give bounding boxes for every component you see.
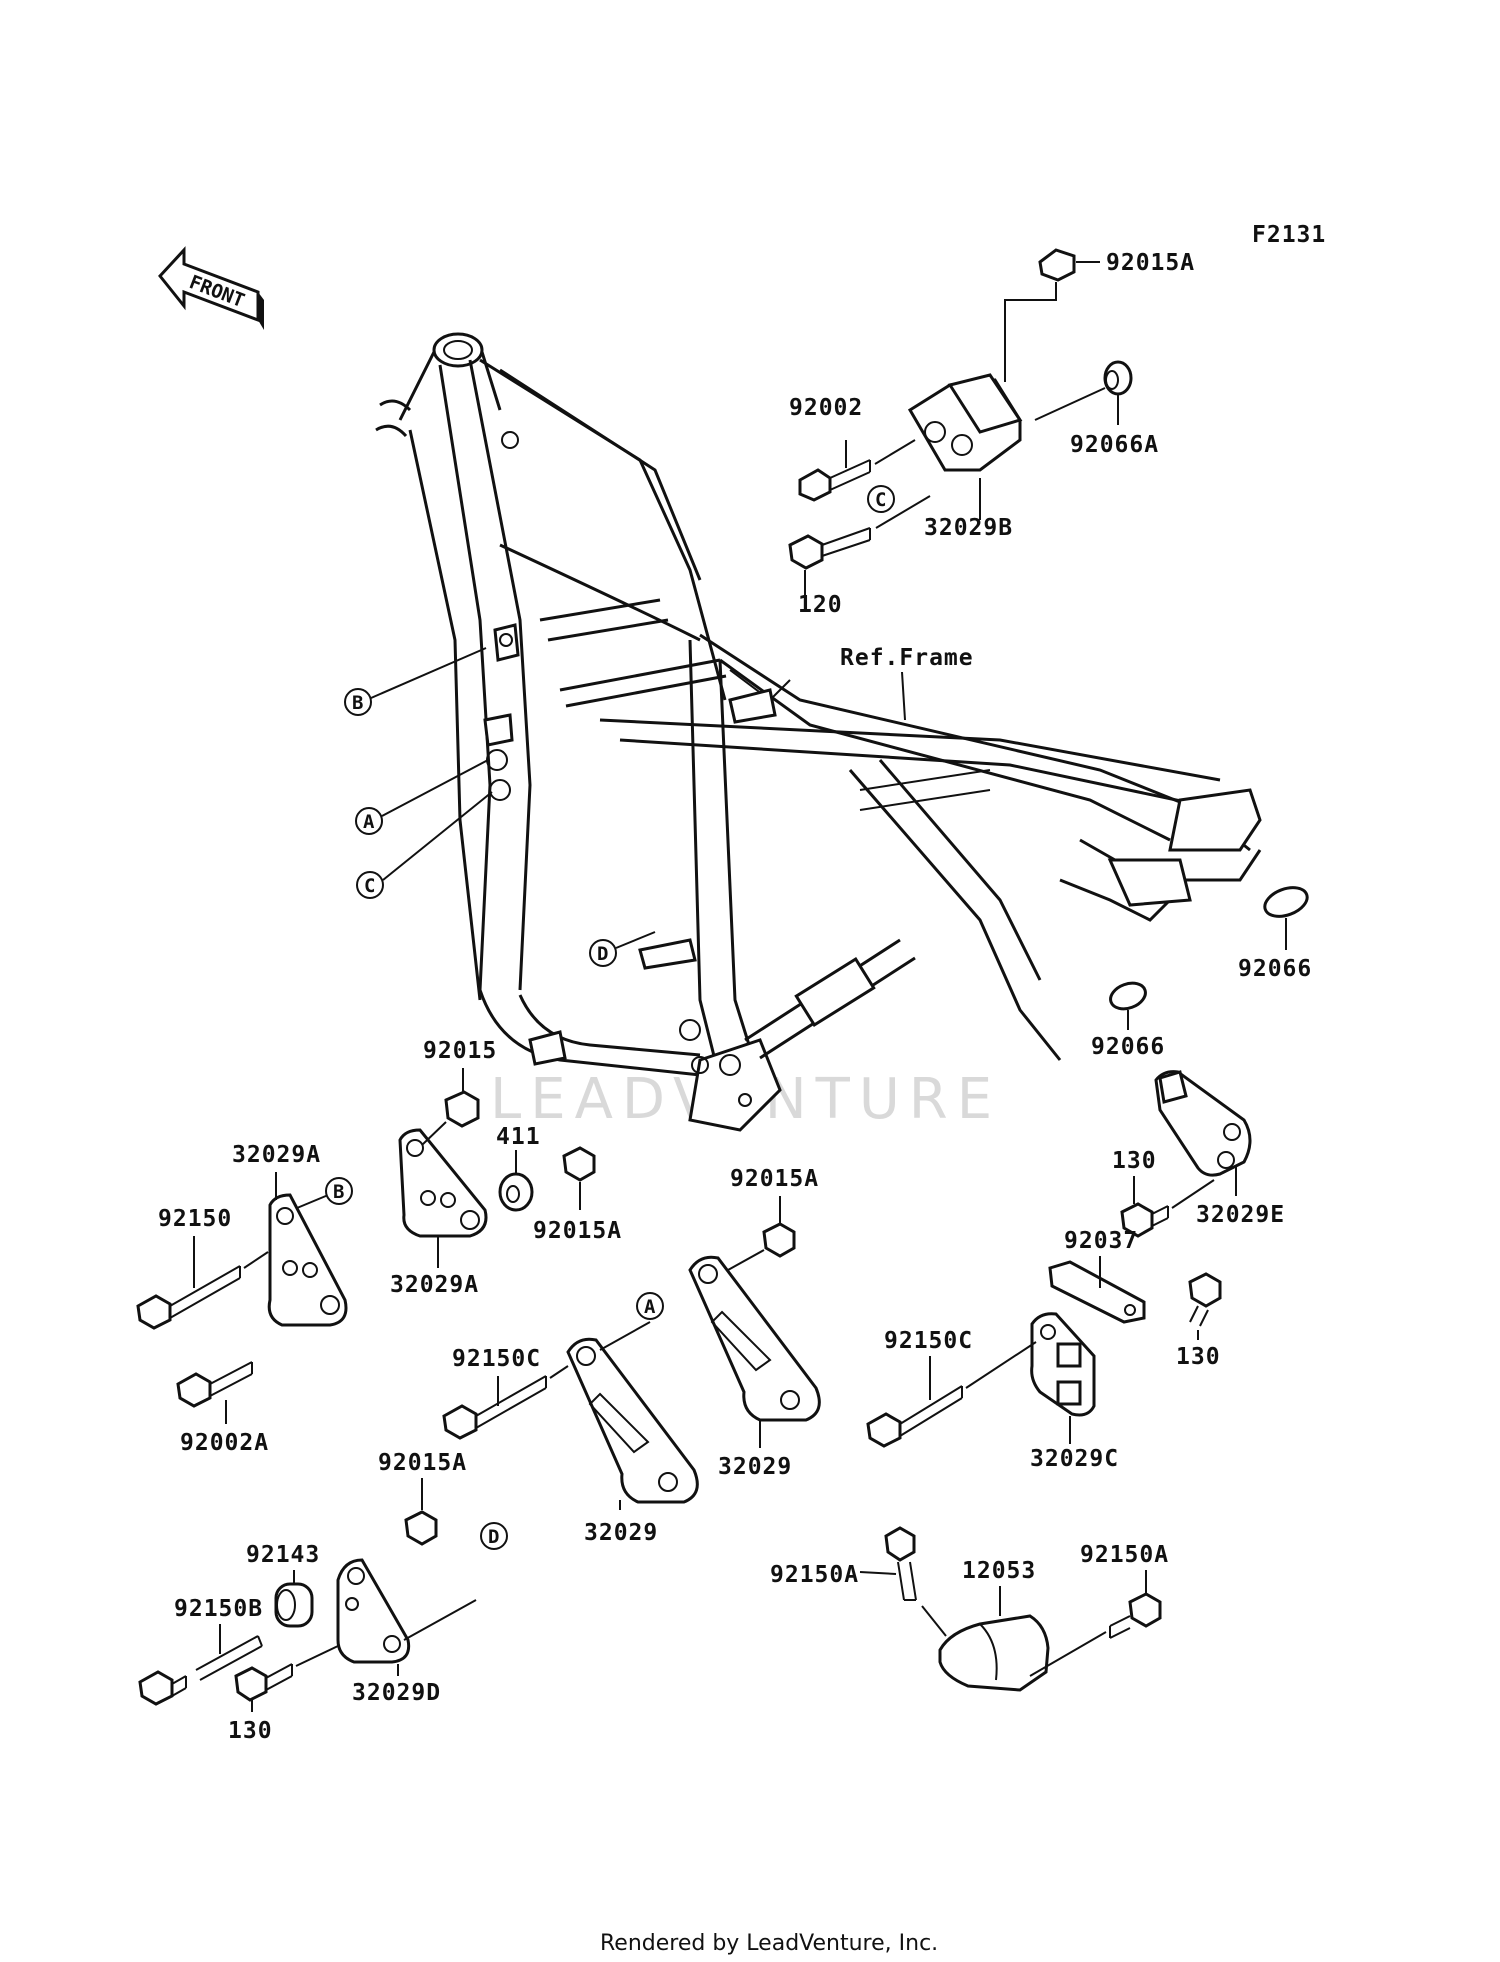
callout-d-plate: D bbox=[480, 1522, 508, 1550]
part-130-bottom: 130 bbox=[228, 1718, 273, 1744]
part-92143: 92143 bbox=[246, 1542, 320, 1568]
part-92066-mid: 92066 bbox=[1091, 1034, 1165, 1060]
bottom-right-group bbox=[859, 1526, 1162, 1692]
center-bracket-group bbox=[442, 1196, 821, 1510]
part-32029E: 32029E bbox=[1196, 1202, 1285, 1228]
footer-credit: Rendered by LeadVenture, Inc. bbox=[600, 1931, 938, 1956]
svg-text:D: D bbox=[488, 1526, 499, 1548]
part-32029A-lower: 32029A bbox=[390, 1272, 479, 1298]
part-92002A: 92002A bbox=[180, 1430, 269, 1456]
callout-b-plate: B bbox=[325, 1177, 353, 1205]
part-12053: 12053 bbox=[962, 1558, 1036, 1584]
part-92015A-top: 92015A bbox=[1106, 250, 1195, 276]
part-92066A: 92066A bbox=[1070, 432, 1159, 458]
upper-bracket-group bbox=[788, 248, 1133, 595]
part-32029-left: 32029 bbox=[584, 1520, 658, 1546]
callout-c-top: C bbox=[867, 485, 895, 513]
callout-d-frame: D bbox=[589, 931, 656, 967]
ref-frame-label: Ref.Frame bbox=[840, 645, 974, 671]
left-bracket-group bbox=[136, 1068, 596, 1424]
front-arrow-icon: FRONT bbox=[158, 246, 264, 330]
right-bracket-group bbox=[866, 886, 1309, 1448]
part-92150: 92150 bbox=[158, 1206, 232, 1232]
part-labels: 92015A 92002 92066A 32029B 120 92066 920… bbox=[158, 250, 1312, 1744]
part-411: 411 bbox=[496, 1124, 541, 1150]
bottom-left-group bbox=[138, 1478, 477, 1712]
svg-text:A: A bbox=[644, 1296, 656, 1318]
callout-a-plate: A bbox=[636, 1292, 664, 1320]
part-92150C-left: 92150C bbox=[452, 1346, 541, 1372]
callout-a-frame: A bbox=[355, 759, 489, 835]
svg-text:C: C bbox=[875, 489, 886, 511]
part-130-upper: 130 bbox=[1112, 1148, 1157, 1174]
callout-b-frame: B bbox=[344, 647, 487, 716]
part-92015A-mid: 92015A bbox=[533, 1218, 622, 1244]
svg-text:A: A bbox=[363, 811, 375, 833]
part-92015A-center: 92015A bbox=[730, 1166, 819, 1192]
part-92150A-right: 92150A bbox=[1080, 1542, 1169, 1568]
part-92066-right: 92066 bbox=[1238, 956, 1312, 982]
part-92037: 92037 bbox=[1064, 1228, 1138, 1254]
part-92150B: 92150B bbox=[174, 1596, 263, 1622]
part-32029A-upper: 32029A bbox=[232, 1142, 321, 1168]
part-32029B: 32029B bbox=[924, 515, 1013, 541]
svg-text:D: D bbox=[597, 943, 608, 965]
part-92002: 92002 bbox=[789, 395, 863, 421]
part-120: 120 bbox=[798, 592, 843, 618]
part-92150A-left: 92150A bbox=[770, 1562, 859, 1588]
part-92015: 92015 bbox=[423, 1038, 497, 1064]
callout-c-frame: C bbox=[356, 791, 493, 899]
figure-code: F2131 bbox=[1252, 222, 1326, 248]
part-32029D: 32029D bbox=[352, 1680, 441, 1706]
part-130-right: 130 bbox=[1176, 1344, 1221, 1370]
svg-text:B: B bbox=[352, 692, 363, 714]
svg-text:B: B bbox=[333, 1181, 344, 1203]
frame-drawing bbox=[375, 332, 1262, 1132]
part-32029C: 32029C bbox=[1030, 1446, 1119, 1472]
svg-text:C: C bbox=[364, 875, 375, 897]
part-92150C-right: 92150C bbox=[884, 1328, 973, 1354]
part-92015A-bottom: 92015A bbox=[378, 1450, 467, 1476]
part-32029-right: 32029 bbox=[718, 1454, 792, 1480]
